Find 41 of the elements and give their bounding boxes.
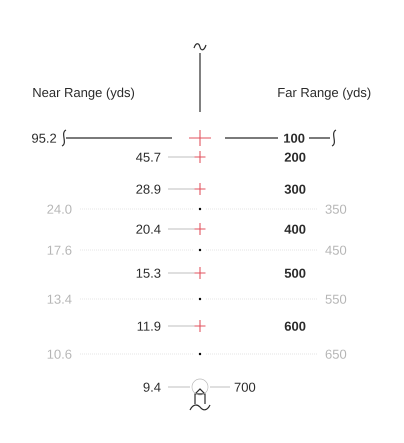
leader-line (168, 228, 195, 230)
range-value: 100 (284, 134, 304, 143)
range-value: 600 (284, 322, 306, 331)
range-value: 650 (326, 350, 346, 359)
leader-line (168, 272, 195, 274)
range-value: 17.6 (48, 246, 72, 255)
leader-line (168, 156, 195, 158)
crosshair-mark (194, 151, 206, 163)
crosshair-mark (194, 320, 206, 332)
dot-mark (198, 352, 202, 356)
range-value: 13.4 (48, 294, 72, 304)
crosshair-mark (194, 223, 206, 235)
leader-line (210, 386, 230, 388)
leader-line (168, 188, 195, 190)
dot-mark (198, 208, 202, 210)
range-value: 550 (326, 294, 346, 304)
range-value: 200 (284, 152, 306, 162)
range-value: 9.4 (144, 382, 161, 392)
column-heading: Near Range (yds) (33, 88, 134, 100)
range-value: 24.0 (47, 204, 72, 214)
range-value: 15.3 (136, 268, 160, 278)
range-value: 350 (326, 204, 346, 214)
crosshair-mark (194, 183, 206, 195)
dot-mark (198, 298, 202, 300)
crosshair-mark (189, 130, 211, 146)
range-value: 450 (325, 246, 346, 255)
column-heading: Far Range (yds) (278, 88, 370, 100)
range-value: 10.6 (48, 350, 72, 359)
range-value: 400 (284, 224, 306, 234)
ring-mark (192, 378, 208, 396)
range-value: 300 (284, 184, 306, 194)
range-value: 95.2 (32, 134, 56, 143)
range-value: 11.9 (138, 322, 160, 331)
crosshair-mark (194, 267, 206, 279)
range-value: 28.9 (136, 184, 160, 194)
leader-line (168, 386, 190, 388)
range-value: 20.4 (136, 224, 161, 234)
range-value: 500 (284, 268, 306, 278)
range-value: 45.7 (136, 152, 160, 162)
range-value: 700 (234, 382, 256, 392)
dot-mark (198, 248, 202, 252)
